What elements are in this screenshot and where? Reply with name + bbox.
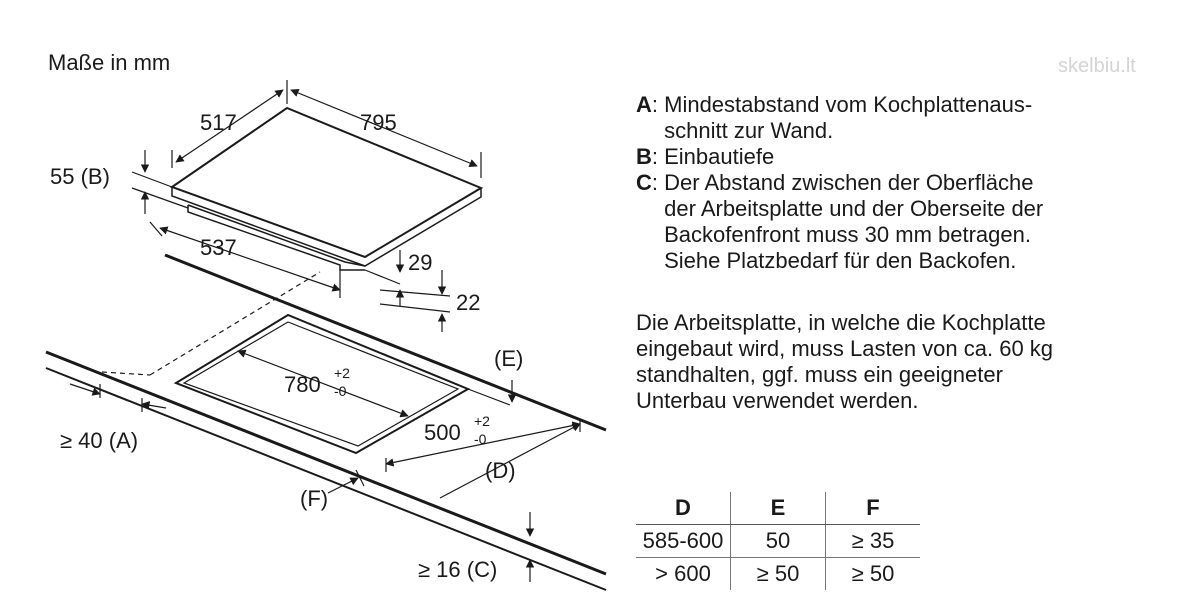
dimension-a: ≥ 40 (A)	[60, 383, 167, 453]
dim-depth-below: 537	[200, 235, 237, 260]
worktop	[45, 253, 607, 591]
label-min-oven: ≥ 16 (C)	[418, 557, 497, 582]
label-min-wall: ≥ 40 (A)	[60, 428, 138, 453]
legend-item-a: A: Mindestabstand vom Kochplattenaus- sc…	[636, 92, 1033, 143]
dim-cutout-depth-tol-plus: +2	[474, 413, 490, 429]
legend-item-b: B: Einbautiefe	[636, 144, 775, 169]
table-row: 585-600 50 ≥ 35	[636, 524, 920, 558]
legend-key: C	[636, 170, 652, 195]
dim-hob-width: 795	[360, 110, 397, 135]
dim-cutout-width: 780	[284, 372, 321, 397]
table-row: > 600 ≥ 50 ≥ 50	[636, 557, 920, 590]
dim-frame-gap: 22	[456, 290, 480, 315]
table-cell: 50	[730, 524, 826, 558]
watermark: skelbiu.lt	[1058, 55, 1136, 77]
table-header: F	[825, 492, 920, 525]
dimension-e: (E)	[467, 346, 523, 406]
table-cell: ≥ 35	[825, 524, 920, 558]
dim-cutout-depth-tol-minus: -0	[474, 431, 487, 447]
dim-cutout-width-tol-plus: +2	[334, 365, 350, 381]
legend-text: Der Abstand zwischen der Oberfläche der …	[664, 170, 1044, 273]
table-cell: > 600	[636, 557, 731, 590]
table-header-row: D E F	[636, 492, 920, 525]
dimension-table: D E F 585-600 50 ≥ 35 > 600 ≥ 50 ≥ 50	[636, 492, 920, 590]
dimension-d: (D)	[439, 420, 581, 499]
table-cell: ≥ 50	[730, 557, 826, 590]
load-note: Die Arbeitsplatte, in welche die Kochpla…	[636, 310, 1054, 413]
legend-text: Mindestabstand vom Kochplattenaus- schni…	[664, 92, 1033, 143]
label-f: (F)	[300, 486, 328, 511]
table-header: D	[636, 492, 731, 525]
label-e: (E)	[494, 346, 523, 371]
dimension-537: 537	[149, 221, 341, 298]
table-cell: 585-600	[636, 524, 731, 558]
legend-key: B	[636, 144, 652, 169]
table-header: E	[730, 492, 826, 525]
legend-text: Einbautiefe	[664, 144, 775, 169]
dimension-c: ≥ 16 (C)	[418, 512, 535, 582]
legend: A: Mindestabstand vom Kochplattenaus- sc…	[636, 92, 1176, 274]
legend-item-c: C: Der Abstand zwischen der Oberfläche d…	[636, 170, 1044, 273]
dimension-build-depth: 55 (B)	[50, 150, 189, 214]
table-cell: ≥ 50	[851, 561, 895, 586]
dimension-top: 517 795	[171, 80, 482, 178]
legend-key: A	[636, 92, 652, 117]
dim-cutout-depth: 500	[424, 420, 461, 445]
cutout: 780 +2 -0 500 +2 -0	[173, 313, 581, 472]
dim-frame-height: 29	[408, 250, 432, 275]
dimension-f: (F)	[300, 469, 365, 511]
dim-hob-depth: 517	[200, 110, 237, 135]
dim-build-depth: 55 (B)	[50, 164, 110, 189]
dim-cutout-width-tol-minus: -0	[334, 383, 347, 399]
units-label: Maße in mm	[48, 50, 170, 75]
label-d: (D)	[485, 458, 516, 483]
dimension-frame: 29 22	[364, 250, 480, 332]
